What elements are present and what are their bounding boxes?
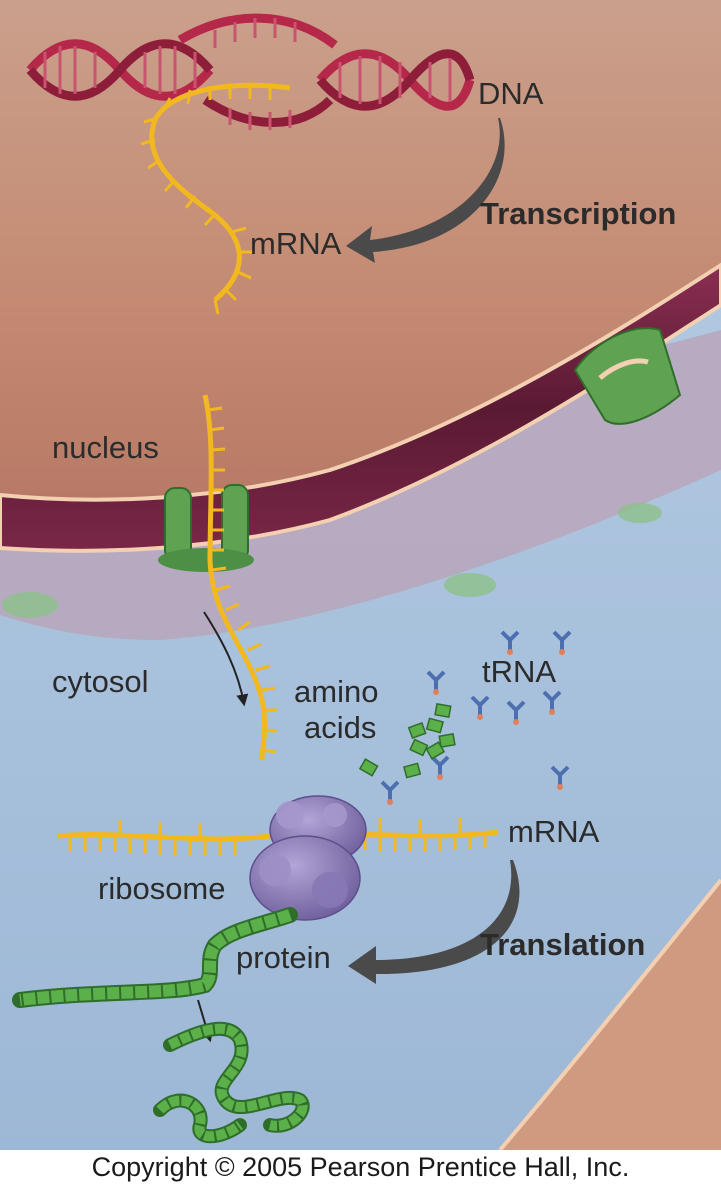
mrna-strand-exiting [202,394,278,761]
protein-chain [12,907,298,1008]
copyright-notice: Copyright © 2005 Pearson Prentice Hall, … [91,1152,630,1182]
nuclear-pore-right [573,327,682,425]
nuclear-pore-left [158,484,254,572]
folded-protein [153,1021,310,1144]
dna-helix [26,13,475,130]
membrane-patch [618,503,662,523]
ribosome [249,795,367,921]
mrna-bottom-label: mRNA [508,814,600,849]
cell-membrane-corner [500,880,721,1150]
translation-label: Translation [480,927,646,962]
cytosol-label: cytosol [52,664,149,699]
dna-label: DNA [478,76,544,111]
transcription-label: Transcription [480,196,677,231]
export-arrow [203,611,249,707]
trna-label: tRNA [482,654,557,689]
gene-expression-illustration [0,0,721,1150]
translation-arrow [348,860,520,984]
amino-acids [358,702,456,779]
mrna-top-label: mRNA [250,226,342,261]
transcription-arrow [346,118,505,263]
ribosome-label: ribosome [98,871,226,906]
nucleus-label: nucleus [52,430,159,465]
amino-acids-label-line2: acids [304,710,377,745]
mrna-strand-transcribed [140,82,291,315]
trna-molecules [380,630,572,805]
membrane-patch [444,573,496,597]
membrane-patch [2,592,58,618]
protein-label: protein [236,940,331,975]
amino-acids-label-line1: amino [294,674,379,709]
